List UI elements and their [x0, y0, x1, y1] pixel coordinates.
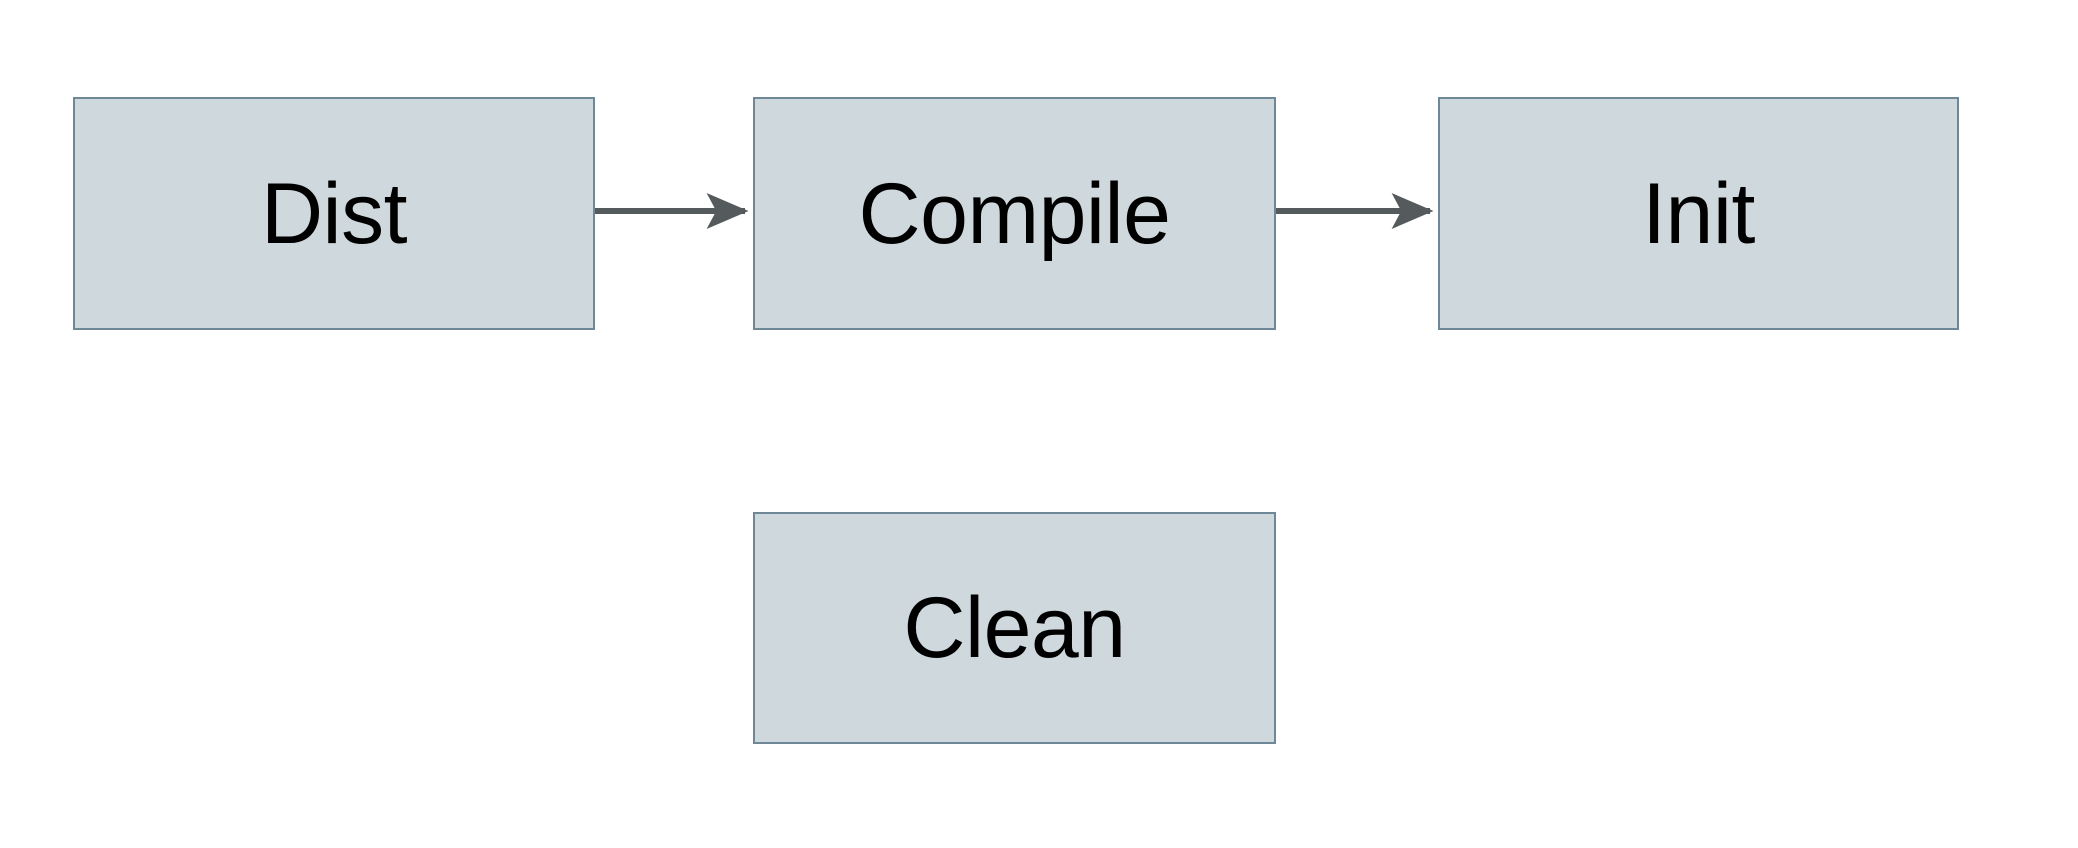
node-init-label: Init: [1642, 165, 1755, 262]
edge-dist-to-compile-hitbox[interactable]: [595, 193, 753, 229]
node-clean[interactable]: Clean: [753, 512, 1276, 744]
node-init[interactable]: Init: [1438, 97, 1959, 330]
node-dist-label: Dist: [260, 165, 408, 262]
node-compile[interactable]: Compile: [753, 97, 1276, 330]
edge-compile-to-init-hitbox[interactable]: [1276, 193, 1438, 229]
node-clean-label: Clean: [903, 580, 1126, 676]
node-dist[interactable]: Dist: [73, 97, 595, 330]
node-compile-label: Compile: [858, 165, 1171, 262]
